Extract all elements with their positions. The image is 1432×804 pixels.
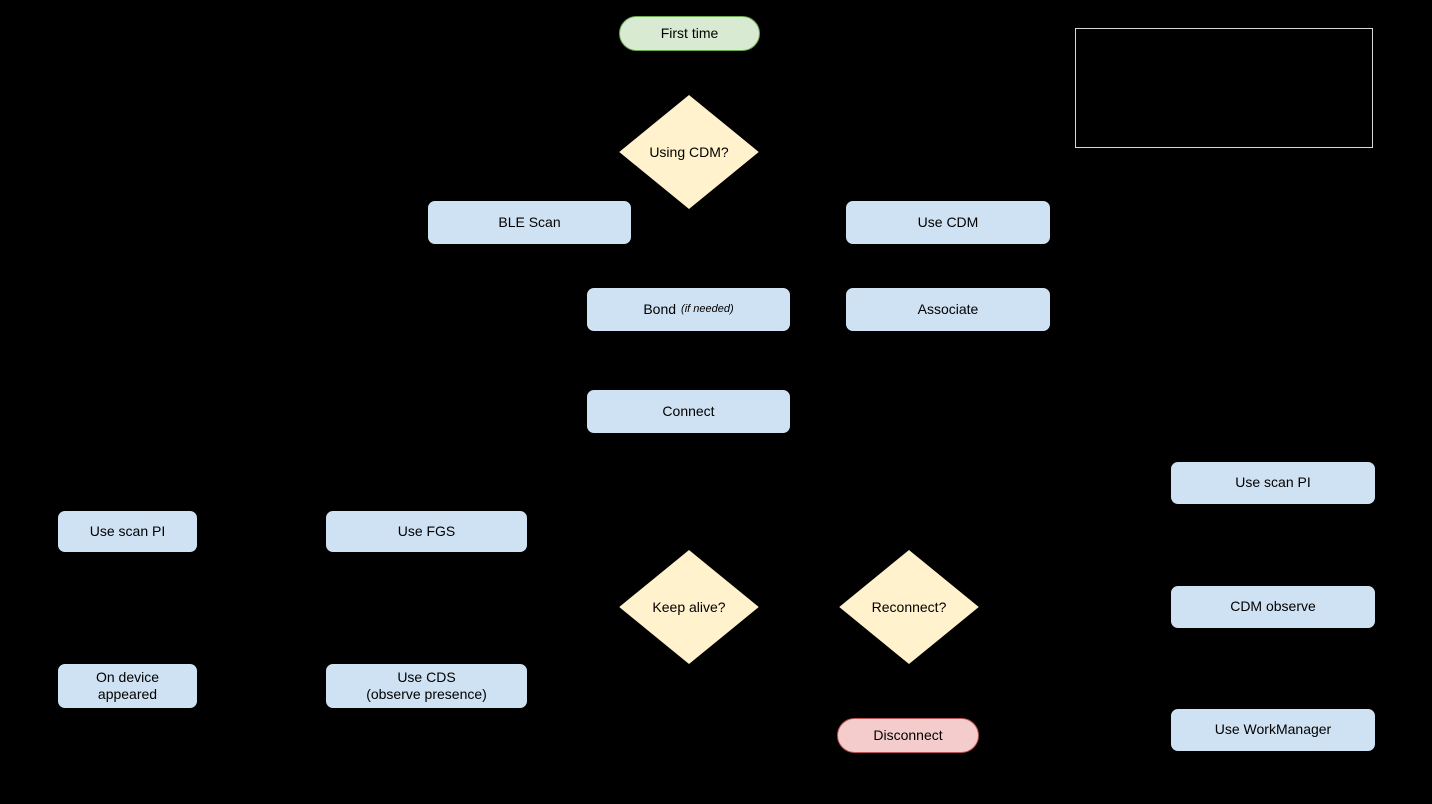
- process-use-scan-pi-left-label: Use scan PI: [89, 522, 166, 539]
- decision-reconnect-label: Reconnect?: [872, 599, 947, 615]
- process-connect-label: Connect: [662, 402, 715, 419]
- decision-keep-alive: Keep alive?: [616, 548, 762, 666]
- process-use-scan-pi-right-label: Use scan PI: [1235, 474, 1311, 491]
- process-associate-label: Associate: [917, 300, 979, 317]
- process-bond: Bond (if needed): [586, 287, 791, 332]
- process-cdm-observe-label: CDM observe: [1230, 598, 1316, 615]
- decision-keep-alive-label: Keep alive?: [652, 599, 725, 615]
- process-on-device-appeared: On device appeared: [57, 663, 198, 709]
- process-bond-note: (if needed): [681, 302, 734, 315]
- process-use-cdm: Use CDM: [845, 200, 1051, 245]
- process-use-scan-pi-right: Use scan PI: [1170, 461, 1376, 505]
- decision-reconnect: Reconnect?: [836, 548, 982, 666]
- decision-keep-alive-shape: [616, 548, 762, 666]
- decision-using-cdm-shape: [616, 93, 762, 211]
- end-node-disconnect: Disconnect: [837, 718, 979, 753]
- legend-box: [1075, 28, 1373, 148]
- process-ble-scan-label: BLE Scan: [498, 213, 561, 230]
- process-use-cds-line1: Use CDS: [397, 668, 456, 685]
- start-node-label: First time: [660, 24, 719, 41]
- process-ble-scan: BLE Scan: [427, 200, 632, 245]
- end-node-disconnect-label: Disconnect: [873, 726, 943, 743]
- process-use-scan-pi-left: Use scan PI: [57, 510, 198, 553]
- process-cdm-observe: CDM observe: [1170, 585, 1376, 629]
- process-on-device-appeared-line2: appeared: [97, 686, 158, 702]
- decision-reconnect-shape: [836, 548, 982, 666]
- process-bond-label: Bond: [643, 300, 677, 317]
- process-use-cds-line2: (observe presence): [366, 686, 487, 702]
- process-use-workmanager: Use WorkManager: [1170, 708, 1376, 752]
- process-connect: Connect: [586, 389, 791, 434]
- process-use-cdm-label: Use CDM: [917, 213, 979, 230]
- process-use-workmanager-label: Use WorkManager: [1214, 721, 1332, 738]
- decision-using-cdm-label: Using CDM?: [649, 144, 729, 160]
- start-node-first-time: First time: [619, 16, 760, 51]
- process-use-cds: Use CDS (observe presence): [325, 663, 528, 709]
- process-on-device-appeared-line1: On device: [95, 668, 160, 685]
- process-use-fgs: Use FGS: [325, 510, 528, 553]
- process-use-fgs-label: Use FGS: [397, 522, 456, 539]
- process-associate: Associate: [845, 287, 1051, 332]
- decision-using-cdm: Using CDM?: [616, 93, 762, 211]
